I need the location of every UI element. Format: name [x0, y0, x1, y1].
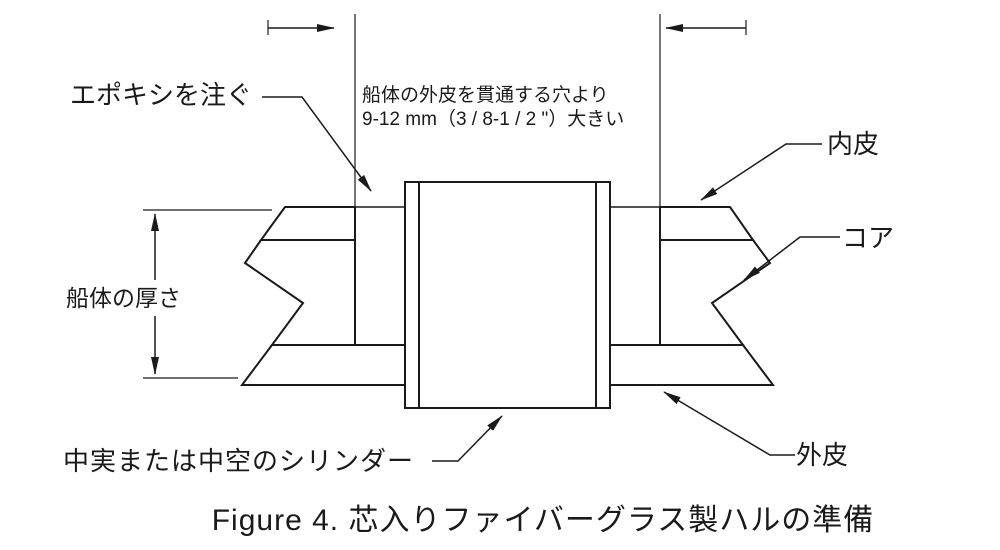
hole-note-line1: 船体の外皮を貫通する穴より: [362, 84, 609, 106]
leader-arrow-epoxy: [262, 96, 372, 192]
leader-arrow-cylinder: [432, 415, 503, 462]
leader-arrow-core: [743, 236, 840, 281]
cylinder-body: [404, 181, 611, 409]
pour-epoxy-label: エポキシを注ぐ: [70, 80, 252, 110]
cylinder-interior: [405, 182, 610, 408]
leader-arrow-outer-skin: [663, 391, 795, 456]
outer-skin-label: 外皮: [796, 440, 848, 470]
hull-thickness-label: 船体の厚さ: [66, 285, 181, 311]
cylinder-label: 中実または中空のシリンダー: [63, 446, 414, 476]
leader-arrow-inner-skin: [700, 143, 822, 201]
core-label: コア: [842, 223, 894, 253]
hole-note-line2: 9-12 mm（3 / 8-1 / 2 "）大きい: [362, 108, 624, 130]
inner-skin-label: 内皮: [827, 129, 879, 159]
figure-caption: Figure 4. 芯入りファイバーグラス製ハルの準備: [212, 504, 875, 537]
